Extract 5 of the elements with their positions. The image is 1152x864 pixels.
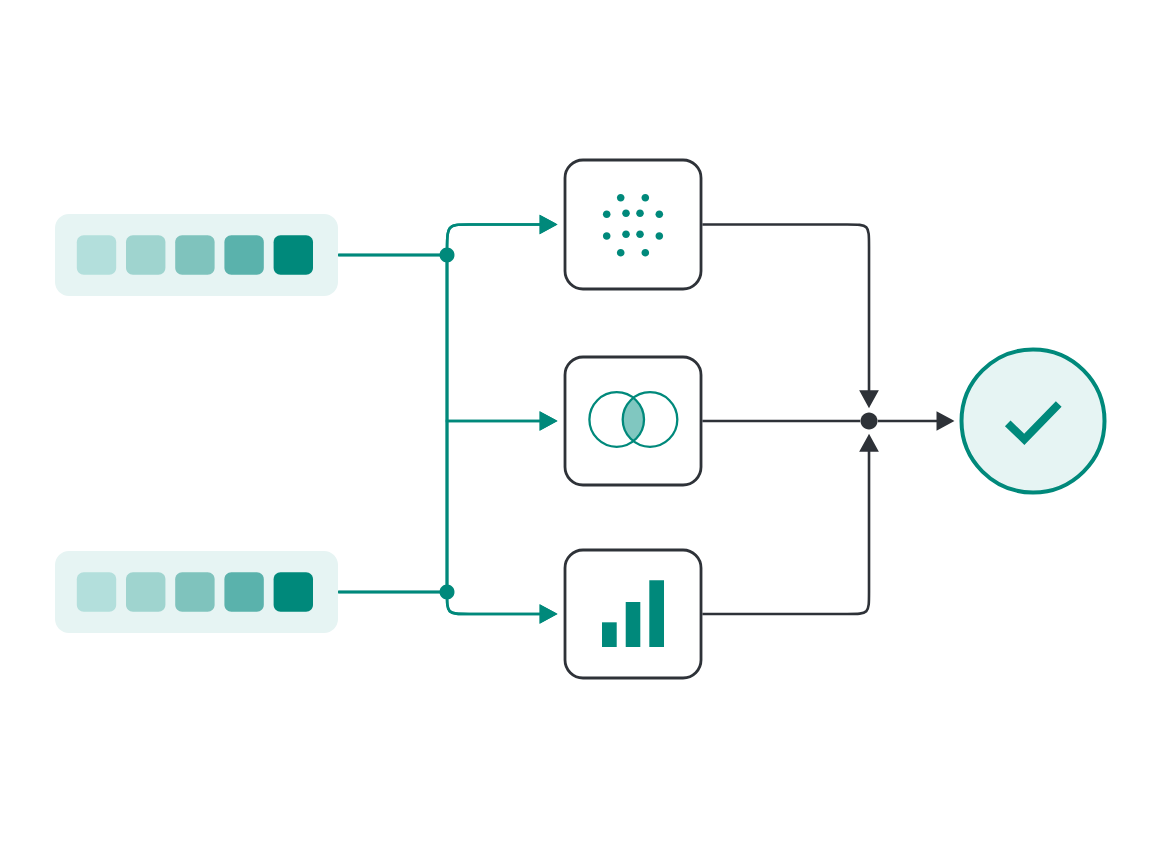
process-box — [563, 158, 703, 291]
result-circle — [959, 347, 1107, 495]
process-box — [563, 355, 703, 487]
connector-line — [702, 419, 861, 423]
junction-dot — [860, 412, 878, 430]
